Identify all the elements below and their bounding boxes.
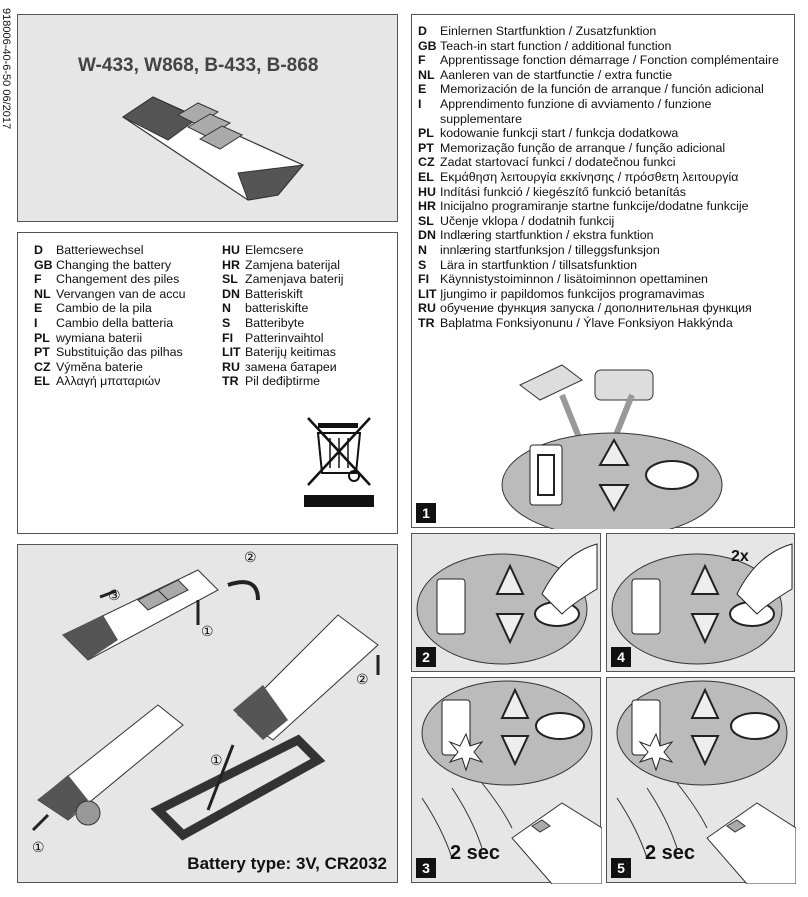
- document-code-text: 918006-40-6-50 06/2017: [0, 8, 12, 130]
- model-panel: W-433, W868, B-433, B-868: [17, 14, 398, 222]
- callout-1-left: ①: [32, 839, 45, 855]
- step-2-badge: 2: [416, 647, 436, 667]
- battery-type: Battery type: 3V, CR2032: [187, 854, 387, 873]
- duration-label: 2 sec: [645, 842, 696, 864]
- press-button-illustration: [416, 543, 598, 665]
- operator-keypad-illustration: [501, 364, 723, 529]
- duration-label: 2 sec: [450, 842, 501, 864]
- remote-control-illustration: [121, 96, 305, 201]
- document-code: 918006-40-6-50 06/2017: [0, 8, 14, 208]
- step-3-badge: 3: [416, 858, 436, 878]
- step-2-panel: 2: [411, 533, 601, 672]
- hold-remote-illustration: [616, 680, 796, 884]
- callout-1-frame: ①: [210, 752, 223, 768]
- step-4-panel: 2x 4: [606, 533, 795, 672]
- press-button-twice-illustration: [611, 543, 793, 665]
- weee-bin-icon: [304, 417, 374, 507]
- callout-1-top: ①: [201, 623, 214, 639]
- callout-2-top: ②: [244, 549, 257, 565]
- step-1-badge: 1: [416, 503, 436, 523]
- hold-remote-illustration: [421, 680, 602, 884]
- step-5-badge: 5: [611, 858, 631, 878]
- callout-2-right: ②: [356, 671, 369, 687]
- callout-3-top: ③: [108, 587, 121, 603]
- battery-replacement-panel: ② ③ ① ② ① ① Battery type: 3V, CR2032: [17, 544, 398, 883]
- press-count: 2x: [731, 548, 749, 565]
- step-5-panel: 2 sec 5: [606, 677, 796, 884]
- model-title: W-433, W868, B-433, B-868: [78, 55, 319, 76]
- step-3-panel: 2 sec 3: [411, 677, 602, 884]
- battery-replacement-illustration: [31, 569, 380, 841]
- step-4-badge: 4: [611, 647, 631, 667]
